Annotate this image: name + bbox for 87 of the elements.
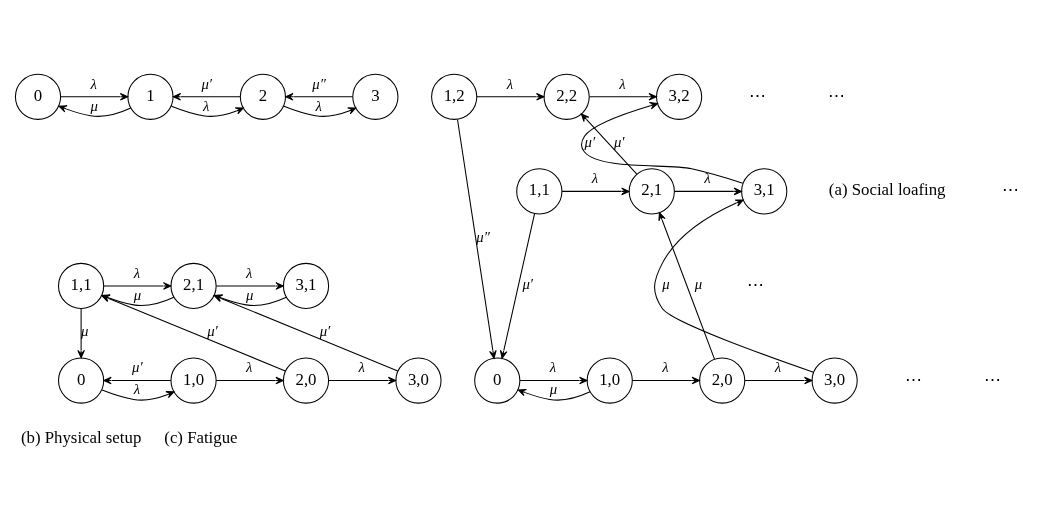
- edge-label: μ′: [319, 323, 331, 340]
- edge-label: μ: [549, 381, 558, 398]
- arrow: [60, 92, 129, 101]
- arrow: [103, 282, 172, 290]
- edge-label: μ′: [522, 275, 534, 292]
- label: ⋯: [747, 274, 765, 294]
- node-circle: 1,2: [431, 73, 478, 120]
- arrow: [674, 187, 742, 196]
- arrow: [561, 187, 630, 196]
- arrow: [101, 294, 175, 307]
- node-circle: 0: [58, 357, 105, 404]
- label: ⋯: [749, 85, 767, 105]
- edge-label: μ′: [584, 133, 596, 150]
- arrow: [456, 118, 497, 359]
- label: ⋯: [983, 369, 1001, 389]
- edge-label: λ: [358, 359, 365, 376]
- edge-label: λ: [619, 75, 626, 92]
- node-circle: 3,0: [811, 357, 858, 404]
- edge-label: λ: [90, 75, 97, 92]
- arrow: [103, 376, 172, 385]
- edge-label: λ: [704, 170, 711, 187]
- arrow: [476, 92, 545, 101]
- edge-label: λ: [662, 359, 669, 376]
- arrow: [580, 101, 744, 184]
- arrow: [283, 105, 357, 117]
- edge-label: μ: [90, 97, 98, 114]
- arrow: [499, 213, 536, 359]
- edge-label: μ″: [476, 228, 490, 245]
- node-circle: 0: [474, 357, 521, 404]
- edge-label: μ′: [613, 133, 625, 150]
- arrow: [658, 212, 716, 360]
- node-circle: 1,0: [586, 357, 633, 404]
- node-circle: 2,1: [170, 262, 217, 310]
- node-circle: 1: [127, 73, 174, 120]
- edge-label: λ: [133, 264, 141, 281]
- node-circle: 3: [352, 73, 399, 120]
- arrow: [285, 92, 354, 101]
- arrow: [172, 92, 241, 101]
- node-circle: 3,2: [655, 73, 703, 120]
- label: ⋯: [1001, 180, 1019, 200]
- label: ⋯: [828, 85, 846, 105]
- node-circle: 1,0: [170, 357, 217, 404]
- arrow: [744, 376, 813, 385]
- edge-label: μ′: [132, 359, 143, 376]
- edge-label: λ: [549, 359, 557, 376]
- label: ⋯: [904, 369, 922, 389]
- arrow: [588, 92, 657, 101]
- edge-label: λ: [246, 359, 253, 376]
- edge-label: λ: [506, 75, 514, 92]
- arrow: [101, 389, 175, 401]
- node-circle: 2,1: [628, 168, 675, 215]
- arrow: [215, 282, 284, 290]
- label: (a) Social loafing: [828, 180, 946, 200]
- node-circle: 1,1: [58, 262, 105, 310]
- edge-label: μ′: [201, 75, 213, 92]
- arrow: [519, 376, 588, 385]
- node-circle: 1,1: [516, 168, 563, 215]
- node-circle: 3,1: [282, 262, 330, 310]
- edge-label: μ: [246, 286, 254, 303]
- node-circle: 2,2: [543, 73, 590, 120]
- arrow: [631, 376, 700, 385]
- node-circle: 2,0: [699, 357, 746, 404]
- arrow: [328, 376, 397, 385]
- label: (b) Physical setup: [20, 427, 142, 447]
- node-circle: 3,0: [395, 357, 442, 404]
- edge-label: λ: [133, 381, 141, 398]
- arrow: [517, 389, 591, 401]
- node-circle: 2,0: [282, 357, 330, 404]
- edge-label: μ′: [207, 323, 218, 340]
- arrow: [580, 113, 638, 175]
- arrow: [654, 199, 814, 373]
- label: (c) Fatigue: [164, 427, 238, 447]
- edge-label: λ: [246, 264, 253, 281]
- edge-label: λ: [591, 170, 599, 187]
- arrow: [170, 105, 244, 117]
- edge-label: μ: [694, 275, 703, 292]
- edge-label: μ: [133, 286, 142, 303]
- node-circle: 0: [14, 73, 62, 120]
- arrow: [215, 376, 284, 385]
- edge-label: λ: [203, 97, 210, 114]
- node-circle: 2: [239, 73, 287, 120]
- edge-label: μ″: [312, 75, 326, 92]
- edge-label: λ: [774, 359, 782, 376]
- node-circle: 3,1: [741, 168, 788, 215]
- arrow: [58, 105, 132, 117]
- edge-label: λ: [315, 97, 322, 114]
- edge-label: μ: [662, 275, 670, 292]
